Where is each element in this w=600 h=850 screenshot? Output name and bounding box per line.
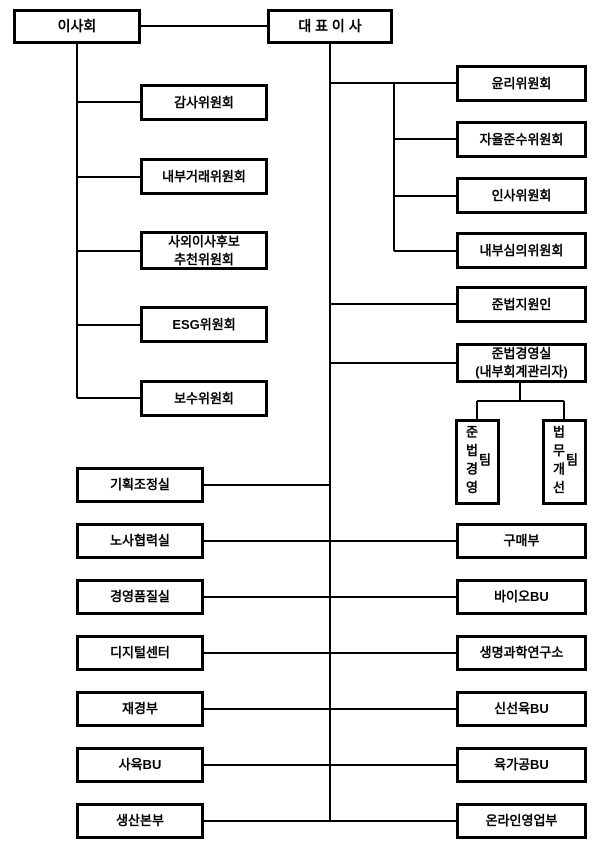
box-ceo: 대 표 이 사 <box>267 9 393 44</box>
box-online-sales-department: 온라인영업부 <box>456 803 587 839</box>
box-purchasing-department: 구매부 <box>456 523 587 559</box>
box-board-of-directors: 이사회 <box>13 9 141 44</box>
box-fresh-meat-bu: 신선육BU <box>456 691 587 727</box>
box-meat-processing-bu: 육가공BU <box>456 747 587 783</box>
box-life-science-research-institute: 생명과학연구소 <box>456 635 587 671</box>
box-management-quality-office: 경영품질실 <box>76 579 204 615</box>
box-legal-improvement-team: 법무개선팀 <box>542 419 587 505</box>
box-planning-coordination-office: 기획조정실 <box>76 467 204 503</box>
box-compliance-management-office: 준법경영실 (내부회계관리자) <box>456 343 587 383</box>
box-finance-department: 재경부 <box>76 691 204 727</box>
box-voluntary-compliance-committee: 자율준수위원회 <box>456 121 587 158</box>
box-compensation-committee: 보수위원회 <box>140 380 268 417</box>
box-breeding-bu: 사육BU <box>76 747 204 783</box>
box-hr-committee: 인사위원회 <box>456 177 587 214</box>
box-outside-director-nomination-committee: 사외이사후보 추천위원회 <box>140 231 268 270</box>
box-digital-center: 디지털센터 <box>76 635 204 671</box>
box-audit-committee: 감사위원회 <box>140 84 268 121</box>
box-internal-trade-committee: 내부거래위원회 <box>140 158 268 195</box>
box-compliance-management-team: 준법경영팀 <box>455 419 500 505</box>
box-production-headquarters: 생산본부 <box>76 803 204 839</box>
box-internal-review-committee: 내부심의위원회 <box>456 232 587 269</box>
box-ethics-committee: 윤리위원회 <box>456 65 587 102</box>
box-labor-cooperation-office: 노사협력실 <box>76 523 204 559</box>
box-esg-committee: ESG위원회 <box>140 306 268 343</box>
box-bio-bu: 바이오BU <box>456 579 587 615</box>
box-compliance-officer: 준법지원인 <box>456 286 587 323</box>
